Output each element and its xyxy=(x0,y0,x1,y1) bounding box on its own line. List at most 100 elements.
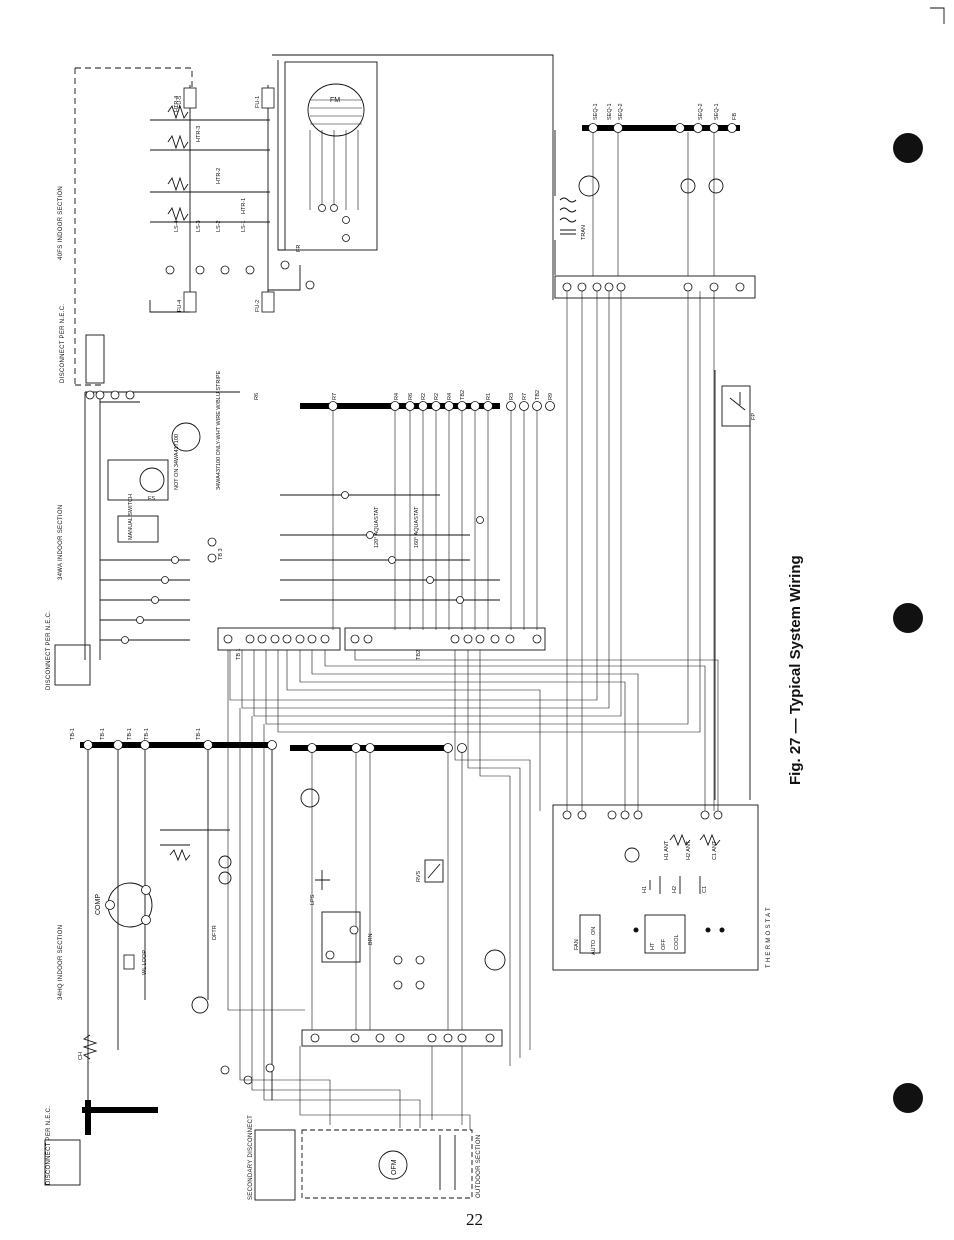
outdoor-section-label: OUTDOOR SECTION xyxy=(476,1134,482,1198)
transformer-label: TRAN xyxy=(581,225,587,240)
fan-on-label: ON xyxy=(591,927,597,935)
tb1-label: TB 1 xyxy=(236,648,242,660)
crankcase-heater-label: CH xyxy=(78,1052,84,1060)
outdoor-section: SECONDARY DISCONNECT OFM OUTDOOR SECTION xyxy=(248,1115,482,1201)
c1-ant-label: C1 ANT xyxy=(712,840,718,860)
fr-relay-icon xyxy=(578,175,600,197)
seq-label-4: SEQ-2 xyxy=(698,103,704,120)
fuse-label-1: FU-1 xyxy=(255,96,261,108)
seq-label-1: SEQ-1 xyxy=(593,103,599,120)
heater-label-4: HTR-4 xyxy=(174,96,180,112)
r-label-12: TB2 xyxy=(535,390,541,400)
relay-coil-icon xyxy=(171,422,201,452)
page-number: 22 xyxy=(466,1210,483,1229)
ls-label-2: LS-2 xyxy=(216,220,222,232)
r-label-2: R7 xyxy=(332,393,338,400)
tb1-strip xyxy=(217,627,341,651)
disconnect-label-3: DISCONNECT PER N.E.C. xyxy=(46,1106,52,1185)
r-label-9: R1 xyxy=(486,393,492,400)
fr-label: FR xyxy=(296,245,302,252)
fp-label: FP xyxy=(751,413,757,420)
tb3-label: TB 3 xyxy=(218,548,224,560)
h1-label: H1 xyxy=(642,886,648,893)
ofm-label: OFM xyxy=(391,1159,398,1175)
figure-title: Fig. 27 — Typical System Wiring xyxy=(787,555,804,785)
only-wht-label: 34WA437100 ONLY-WHT WIRE W/BLU STRIPE xyxy=(216,370,222,490)
tb2-strip xyxy=(344,627,546,651)
mode-cool-label: COOL xyxy=(674,934,680,950)
mode-ht-label: HT xyxy=(650,942,656,950)
indoor-40fs-section: 40FS INDOOR SECTION DISCONNECT PER N.E.C… xyxy=(58,54,554,386)
compressor-label: COMP xyxy=(95,894,102,915)
secondary-disconnect-label: SECONDARY DISCONNECT xyxy=(248,1115,254,1200)
seq-label-5: SEQ-1 xyxy=(714,103,720,120)
transformer-seq-section: TRAN SEQ-1 SEQ-1 SEQ-2 SEQ-2 SEQ-1 FB xyxy=(554,103,756,299)
wl-label: BRN xyxy=(368,933,374,945)
outdoor-fan-motor-icon xyxy=(378,1150,408,1180)
r-label-6: R2 xyxy=(434,393,440,400)
indoor-34hq-label: 34HQ INDOOR SECTION xyxy=(58,925,64,1000)
indoor-34wa-section: DISCONNECT PER N.E.C. 34WA INDOOR SECTIO… xyxy=(46,370,555,690)
fan-motor-label: FM xyxy=(330,97,340,104)
h2-ant-label: H2 ANT xyxy=(686,840,692,860)
fuse-label-4: FU-4 xyxy=(177,300,183,312)
r-label-5: R2 xyxy=(421,393,427,400)
seq-label-3: SEQ-2 xyxy=(618,103,624,120)
r-label-13: R9 xyxy=(548,393,554,400)
lps-label: LPS xyxy=(310,894,316,905)
wl-loop-label: WL LOOP xyxy=(142,950,148,975)
h1-ant-label: H1 ANT xyxy=(664,840,670,860)
not-on-label: NOT ON 34WA437100 xyxy=(174,434,180,490)
binder-hole-middle xyxy=(893,603,923,633)
seq-label-6: FB xyxy=(732,113,738,120)
indoor-40fs-label: 40FS INDOOR SECTION xyxy=(58,186,64,260)
tb1-label-2: TB-1 xyxy=(100,728,106,740)
aquastat-160-label: 160° AQUASTAT xyxy=(414,506,420,548)
dftr-label: DFTR xyxy=(212,925,218,940)
lower-terminal-strip xyxy=(301,1029,503,1047)
interconnect-wiring xyxy=(227,291,719,1130)
corner-mark xyxy=(930,7,945,24)
disconnect-label-1: DISCONNECT PER N.E.C. xyxy=(60,304,66,383)
disconnect-label-2: DISCONNECT PER N.E.C. xyxy=(46,611,52,690)
r-label-10: R3 xyxy=(509,393,515,400)
r-label-7: R4 xyxy=(447,393,453,400)
ls-label-3: LS-3 xyxy=(196,220,202,232)
fs-label: FS xyxy=(148,496,155,502)
binder-hole-bottom xyxy=(893,1083,923,1113)
ls-label-4: LS-4 xyxy=(174,220,180,232)
fuse-label-2: FU-2 xyxy=(255,300,261,312)
thermostat-box xyxy=(552,804,759,971)
tb1-label-3: TB-1 xyxy=(127,728,133,740)
tb1-label-5: TB-1 xyxy=(196,728,202,740)
rvs-label: RVS xyxy=(416,870,422,882)
tb1-label-4: TB-1 xyxy=(144,728,150,740)
binder-hole-top xyxy=(893,133,923,163)
fan-auto-label: AUTO xyxy=(591,939,597,955)
tb1-label-1: TB-1 xyxy=(70,728,76,740)
seq-label-2: SEQ-1 xyxy=(607,103,613,120)
r-label-3: R4 xyxy=(394,393,400,400)
h2-label: H2 xyxy=(672,886,678,893)
heater-label-3: HTR-3 xyxy=(196,126,202,142)
r-label-11: R7 xyxy=(522,393,528,400)
heater-label-1: HTR-1 xyxy=(241,198,247,214)
fan-switch-label: FAN xyxy=(574,939,580,950)
manual-switch-label: MANUAL SWITCH xyxy=(128,494,134,540)
r-label-1: R6 xyxy=(254,393,260,400)
indoor-34hq-section: DISCONNECT PER N.E.C. 34HQ INDOOR SECTIO… xyxy=(44,728,506,1186)
r-label-8: TB2 xyxy=(460,390,466,400)
aquastat-120-label: 120° AQUASTAT xyxy=(374,506,380,548)
fuse-label-5: FU-5 xyxy=(177,96,183,108)
tb2-label: TB2 xyxy=(416,650,422,660)
heater-label-2: HTR-2 xyxy=(216,168,222,184)
mode-off-label: OFF xyxy=(661,938,667,950)
c1-label: C1 xyxy=(702,886,708,893)
thermostat-section: T H E R M O S T A T H1 ANT H2 ANT C1 ANT… xyxy=(552,804,772,971)
thermostat-label: T H E R M O S T A T xyxy=(766,907,772,968)
ls-label-1: LS-1 xyxy=(241,220,247,232)
indoor-34wa-label: 34WA INDOOR SECTION xyxy=(58,505,64,581)
r-label-4: R6 xyxy=(408,393,414,400)
